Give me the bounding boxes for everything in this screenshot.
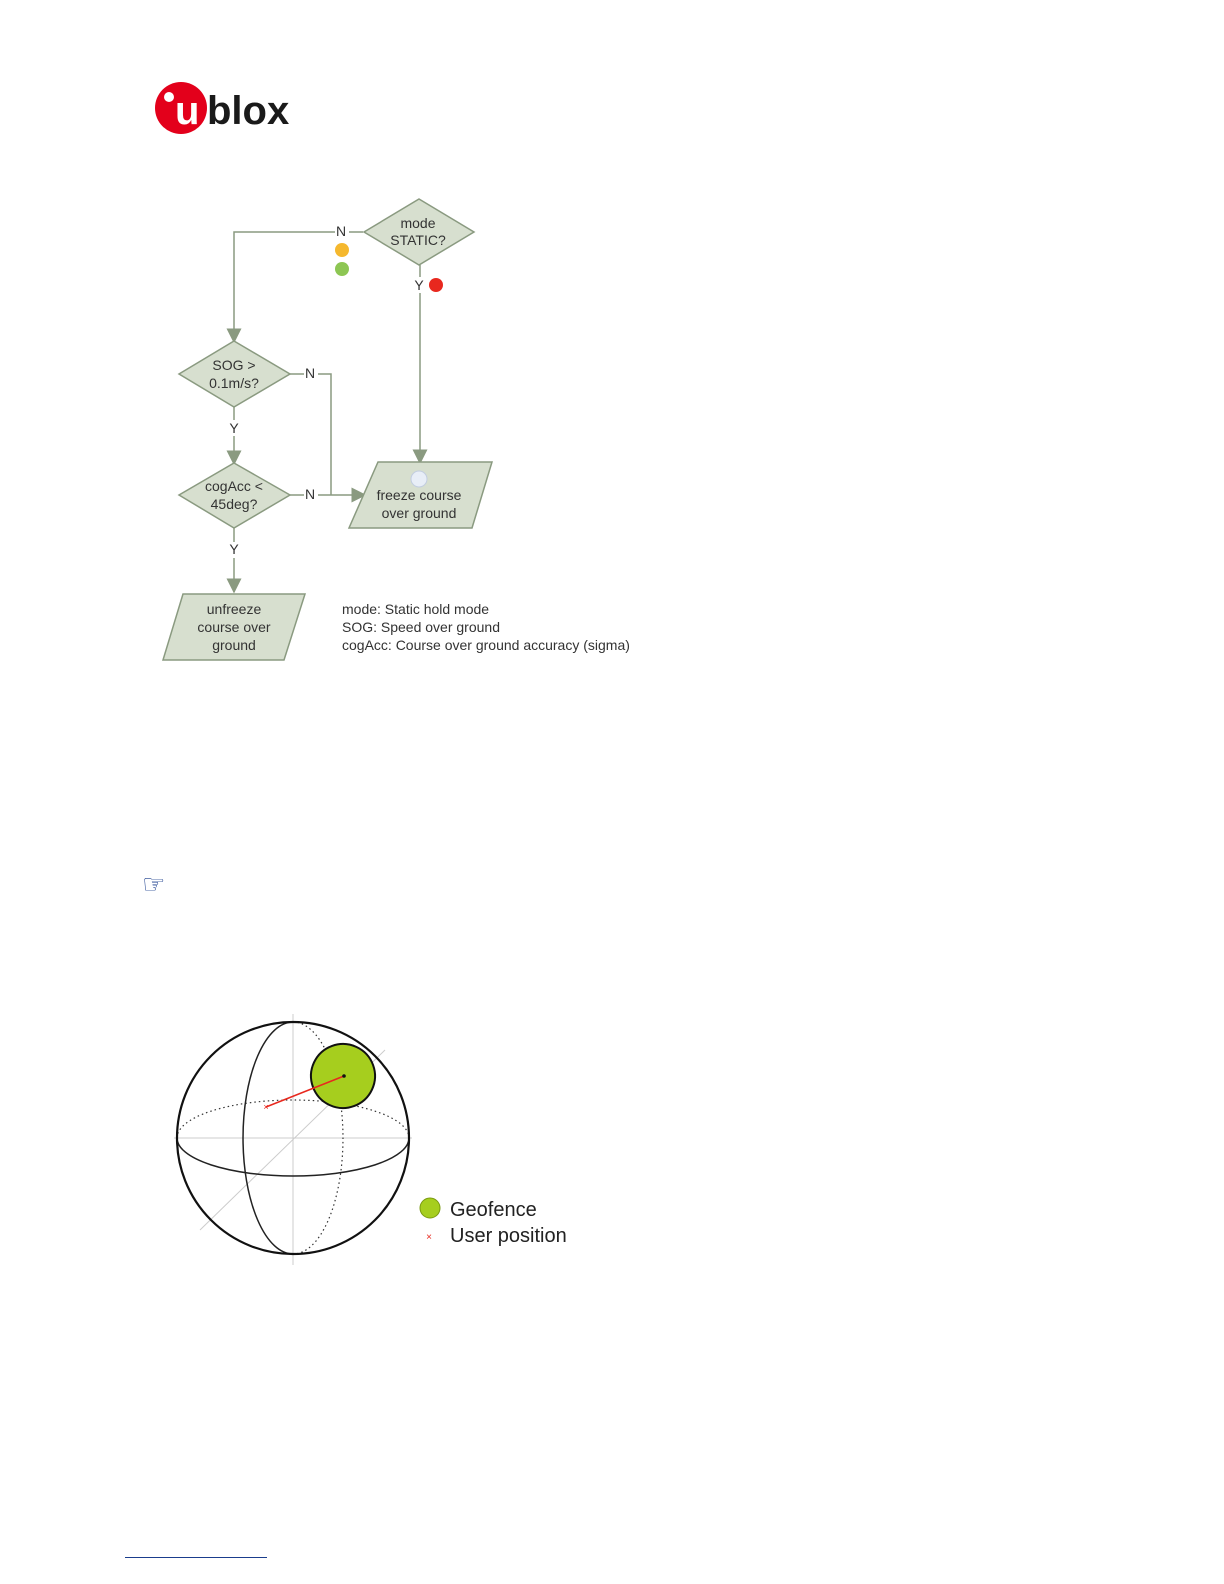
svg-text:cogAcc: Course over ground acc: cogAcc: Course over ground accuracy (sig…: [342, 637, 630, 653]
decision-mode-static: mode STATIC?: [364, 199, 474, 265]
svg-text:unfreeze: unfreeze: [207, 601, 262, 617]
ublox-logo: u blox: [155, 80, 305, 136]
svg-text:mode: mode: [400, 215, 435, 231]
user-position-icon: ×: [426, 1232, 432, 1243]
svg-text:cogAcc <: cogAcc <: [205, 478, 263, 494]
footnote-separator: [125, 1557, 267, 1558]
legend-geofence-label: Geofence: [450, 1199, 537, 1221]
gear-icon: [411, 471, 427, 487]
geofence-icon: [420, 1198, 440, 1218]
svg-text:STATIC?: STATIC?: [390, 232, 446, 248]
edge-label-no: N: [305, 365, 315, 381]
status-dot-red: [429, 278, 443, 292]
svg-text:freeze course: freeze course: [377, 487, 462, 503]
logo-u: u: [175, 89, 199, 133]
edge-label-yes: Y: [229, 420, 239, 436]
course-over-ground-flowchart: mode STATIC? SOG > 0.1m/s? cogAcc < 45de…: [150, 190, 670, 670]
geofence-globe-figure: × Geofence × User position: [160, 1010, 620, 1280]
svg-text:SOG >: SOG >: [212, 357, 255, 373]
status-dot-yellow: [335, 243, 349, 257]
svg-text:course over: course over: [197, 619, 270, 635]
user-position-marker: ×: [263, 1102, 268, 1112]
legend-user-position-label: User position: [450, 1225, 567, 1247]
edge-label-no: N: [336, 223, 346, 239]
decision-sog: SOG > 0.1m/s?: [179, 341, 290, 407]
edge-label-no: N: [305, 486, 315, 502]
logo-blox: blox: [207, 89, 289, 133]
action-unfreeze-course: unfreeze course over ground: [163, 594, 305, 660]
svg-text:SOG: Speed over ground: SOG: Speed over ground: [342, 619, 500, 635]
svg-text:over ground: over ground: [382, 505, 457, 521]
edge-label-yes: Y: [229, 541, 239, 557]
flowchart-legend: mode: Static hold mode SOG: Speed over g…: [342, 601, 630, 653]
svg-text:45deg?: 45deg?: [211, 496, 258, 512]
svg-text:0.1m/s?: 0.1m/s?: [209, 375, 259, 391]
decision-cogacc: cogAcc < 45deg?: [179, 463, 290, 528]
status-dot-green: [335, 262, 349, 276]
action-freeze-course: freeze course over ground: [349, 462, 492, 528]
pointing-hand-icon: ☞: [142, 872, 165, 898]
svg-text:mode: Static hold mode: mode: Static hold mode: [342, 601, 489, 617]
svg-text:ground: ground: [212, 637, 256, 653]
geofence-legend: Geofence × User position: [420, 1198, 567, 1247]
edge-label-yes: Y: [414, 277, 424, 293]
